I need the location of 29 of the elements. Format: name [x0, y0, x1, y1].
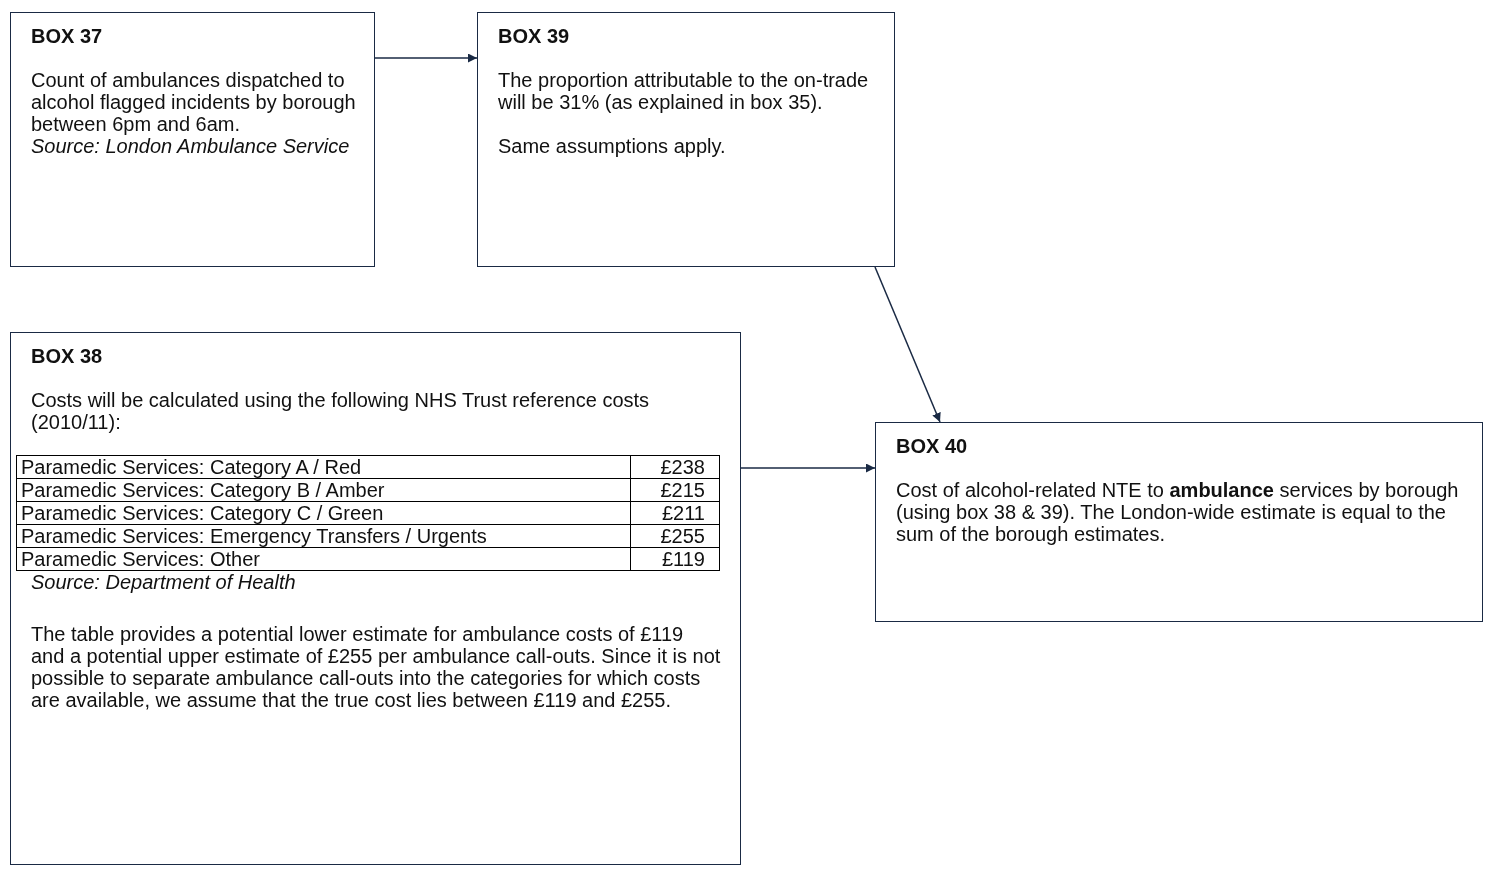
- source-note: Source: London Ambulance Service: [31, 135, 351, 157]
- table-cell: £119: [630, 547, 720, 571]
- process-box: [875, 422, 1483, 622]
- process-box: [10, 332, 741, 865]
- process-box: [10, 12, 375, 267]
- box-text: Cost of alcohol-related NTE to ambulance services by borough (using box 38 & 39). The London-wide estimate is equal to the sum of the borough estimates.: [896, 479, 1460, 545]
- table-cell: Paramedic Services: Other: [16, 547, 631, 571]
- box-text: The table provides a potential lower estimate for ambulance costs of £119 and a potential upper estimate of £255 per ambulance call-outs. Since it is not possible to separate ambulance call-outs into the categories for which costs are available, we assume that the true cost lies between £119 and £255.: [31, 623, 722, 711]
- table-cell: £255: [630, 524, 720, 548]
- box-text: Same assumptions apply.: [498, 135, 727, 157]
- table-cell: £215: [630, 478, 720, 502]
- table-cell: Paramedic Services: Category A / Red: [16, 455, 631, 479]
- table-cell: £238: [630, 455, 720, 479]
- box-text: The proportion attributable to the on-trade will be 31% (as explained in box 35).: [498, 69, 870, 113]
- process-box: [477, 12, 895, 267]
- box-heading: BOX 40: [896, 435, 969, 457]
- table-cell: Paramedic Services: Category B / Amber: [16, 478, 631, 502]
- source-note: Source: Department of Health: [31, 571, 297, 593]
- box-text: Count of ambulances dispatched to alcohol flagged incidents by borough between 6pm and 6am.: [31, 69, 356, 135]
- table-cell: £211: [630, 501, 720, 525]
- arrow: [874, 266, 941, 423]
- arrow: [374, 53, 478, 63]
- box-heading: BOX 37: [31, 25, 104, 47]
- arrow: [740, 463, 876, 473]
- box-heading: BOX 39: [498, 25, 571, 47]
- table-cell: Paramedic Services: Category C / Green: [16, 501, 631, 525]
- box-text: Costs will be calculated using the following NHS Trust reference costs (2010/11):: [31, 389, 651, 433]
- box-heading: BOX 38: [31, 345, 104, 367]
- table-cell: Paramedic Services: Emergency Transfers / Urgents: [16, 524, 631, 548]
